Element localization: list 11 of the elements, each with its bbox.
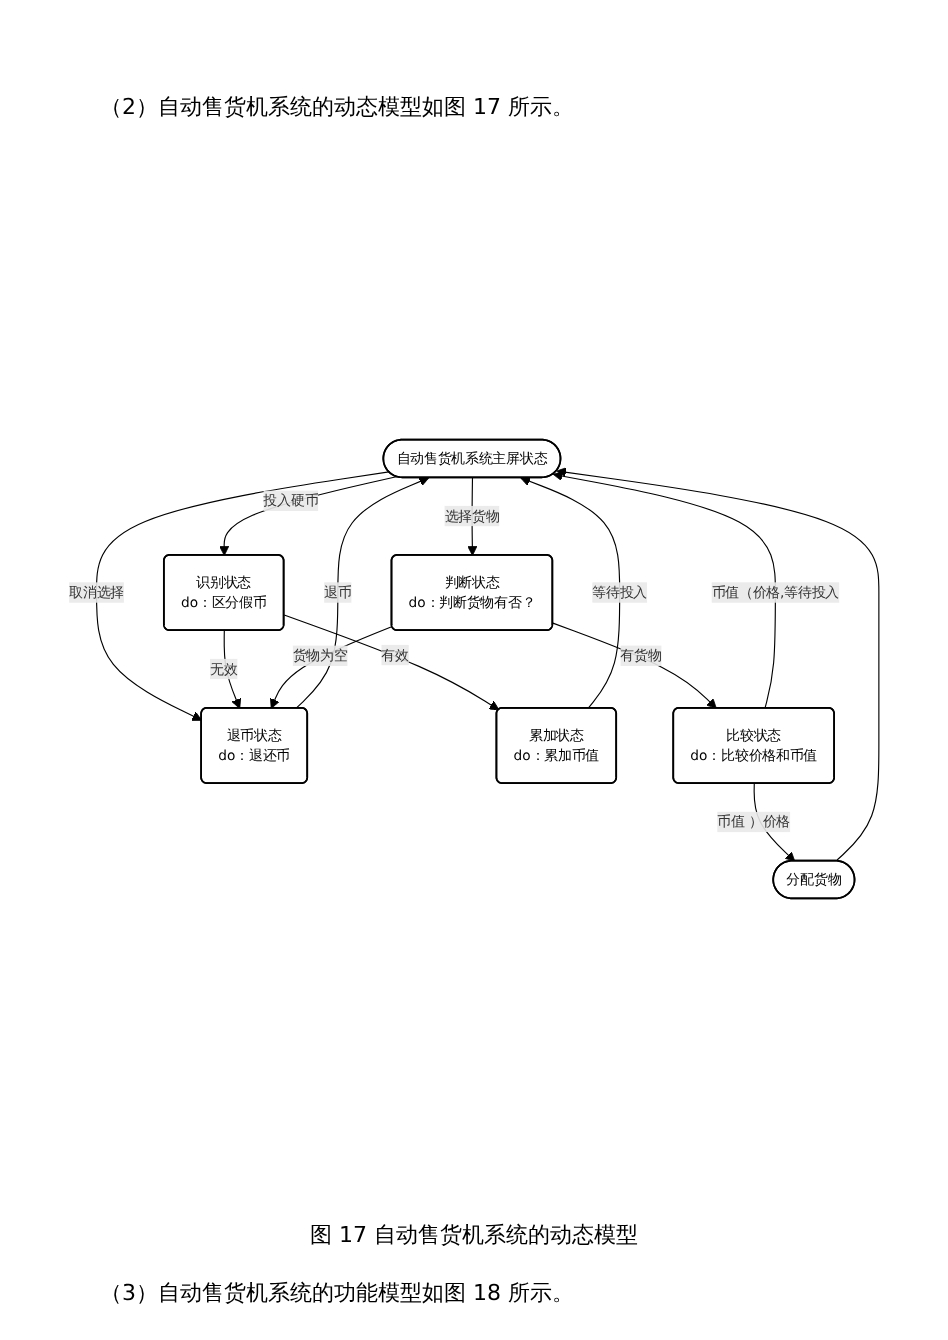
paragraph-text: （2）自动售货机系统的动态模型如图 17 所示。 (100, 92, 576, 122)
arrow (95, 471, 390, 721)
arrow (283, 614, 500, 711)
arrow (552, 622, 717, 709)
arrow (270, 625, 393, 709)
arrow (219, 476, 397, 556)
arrow (552, 471, 776, 709)
arrow (295, 476, 430, 709)
arrow (520, 476, 621, 709)
paragraph-text: （3）自动售货机系统的功能模型如图 18 所示。 (100, 1278, 576, 1308)
figure-caption: 图 17 自动售货机系统的动态模型 (308, 1220, 640, 1250)
